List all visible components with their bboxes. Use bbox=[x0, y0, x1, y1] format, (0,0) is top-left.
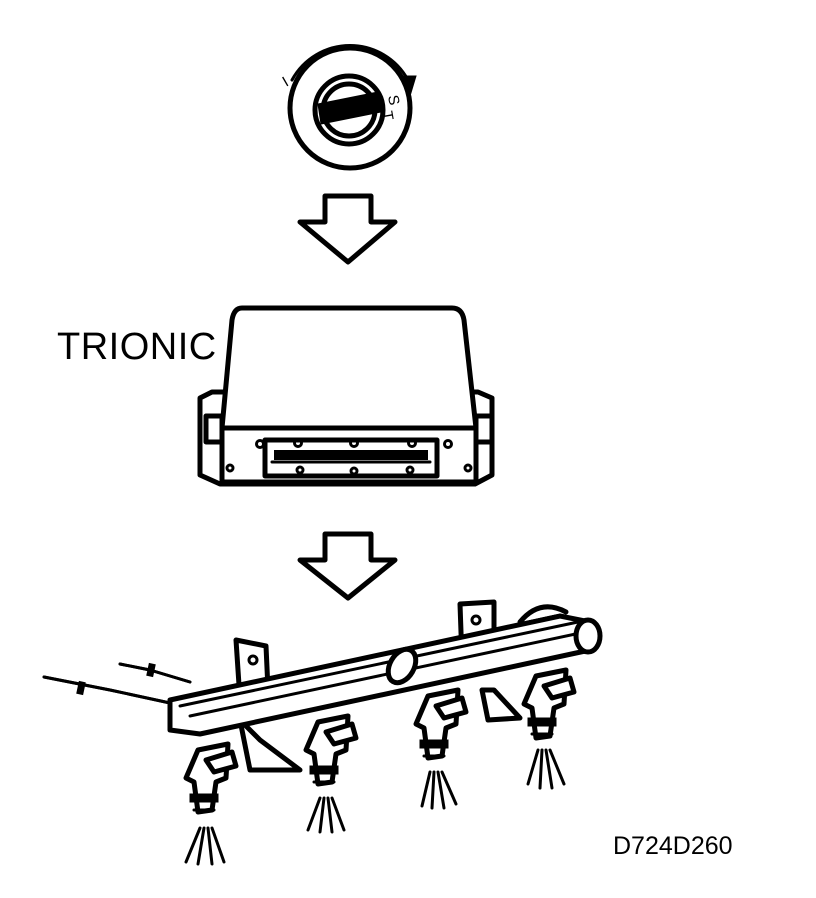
flow-arrow-down bbox=[297, 531, 398, 601]
fuel-injector bbox=[183, 741, 239, 866]
trionic-control-module bbox=[197, 305, 495, 487]
ignition-pos-3: T bbox=[378, 110, 396, 122]
ignition-switch: I S T bbox=[280, 44, 417, 171]
figure-code: D724D260 bbox=[613, 832, 733, 860]
ignition-pos-2: S bbox=[384, 94, 402, 107]
fuel-injector bbox=[521, 667, 577, 790]
fuel-rail-assembly bbox=[42, 599, 603, 866]
flow-arrow-down bbox=[297, 193, 398, 265]
rotation-arrowhead-icon bbox=[399, 75, 417, 98]
ignition-pos-1: I bbox=[280, 74, 292, 91]
connector-pins bbox=[274, 450, 428, 460]
key-slot bbox=[317, 91, 382, 125]
fuel-injector bbox=[303, 713, 359, 834]
ecu-label: TRIONIC bbox=[57, 326, 217, 368]
rotation-arc bbox=[290, 44, 410, 82]
fuel-injector bbox=[413, 687, 469, 810]
